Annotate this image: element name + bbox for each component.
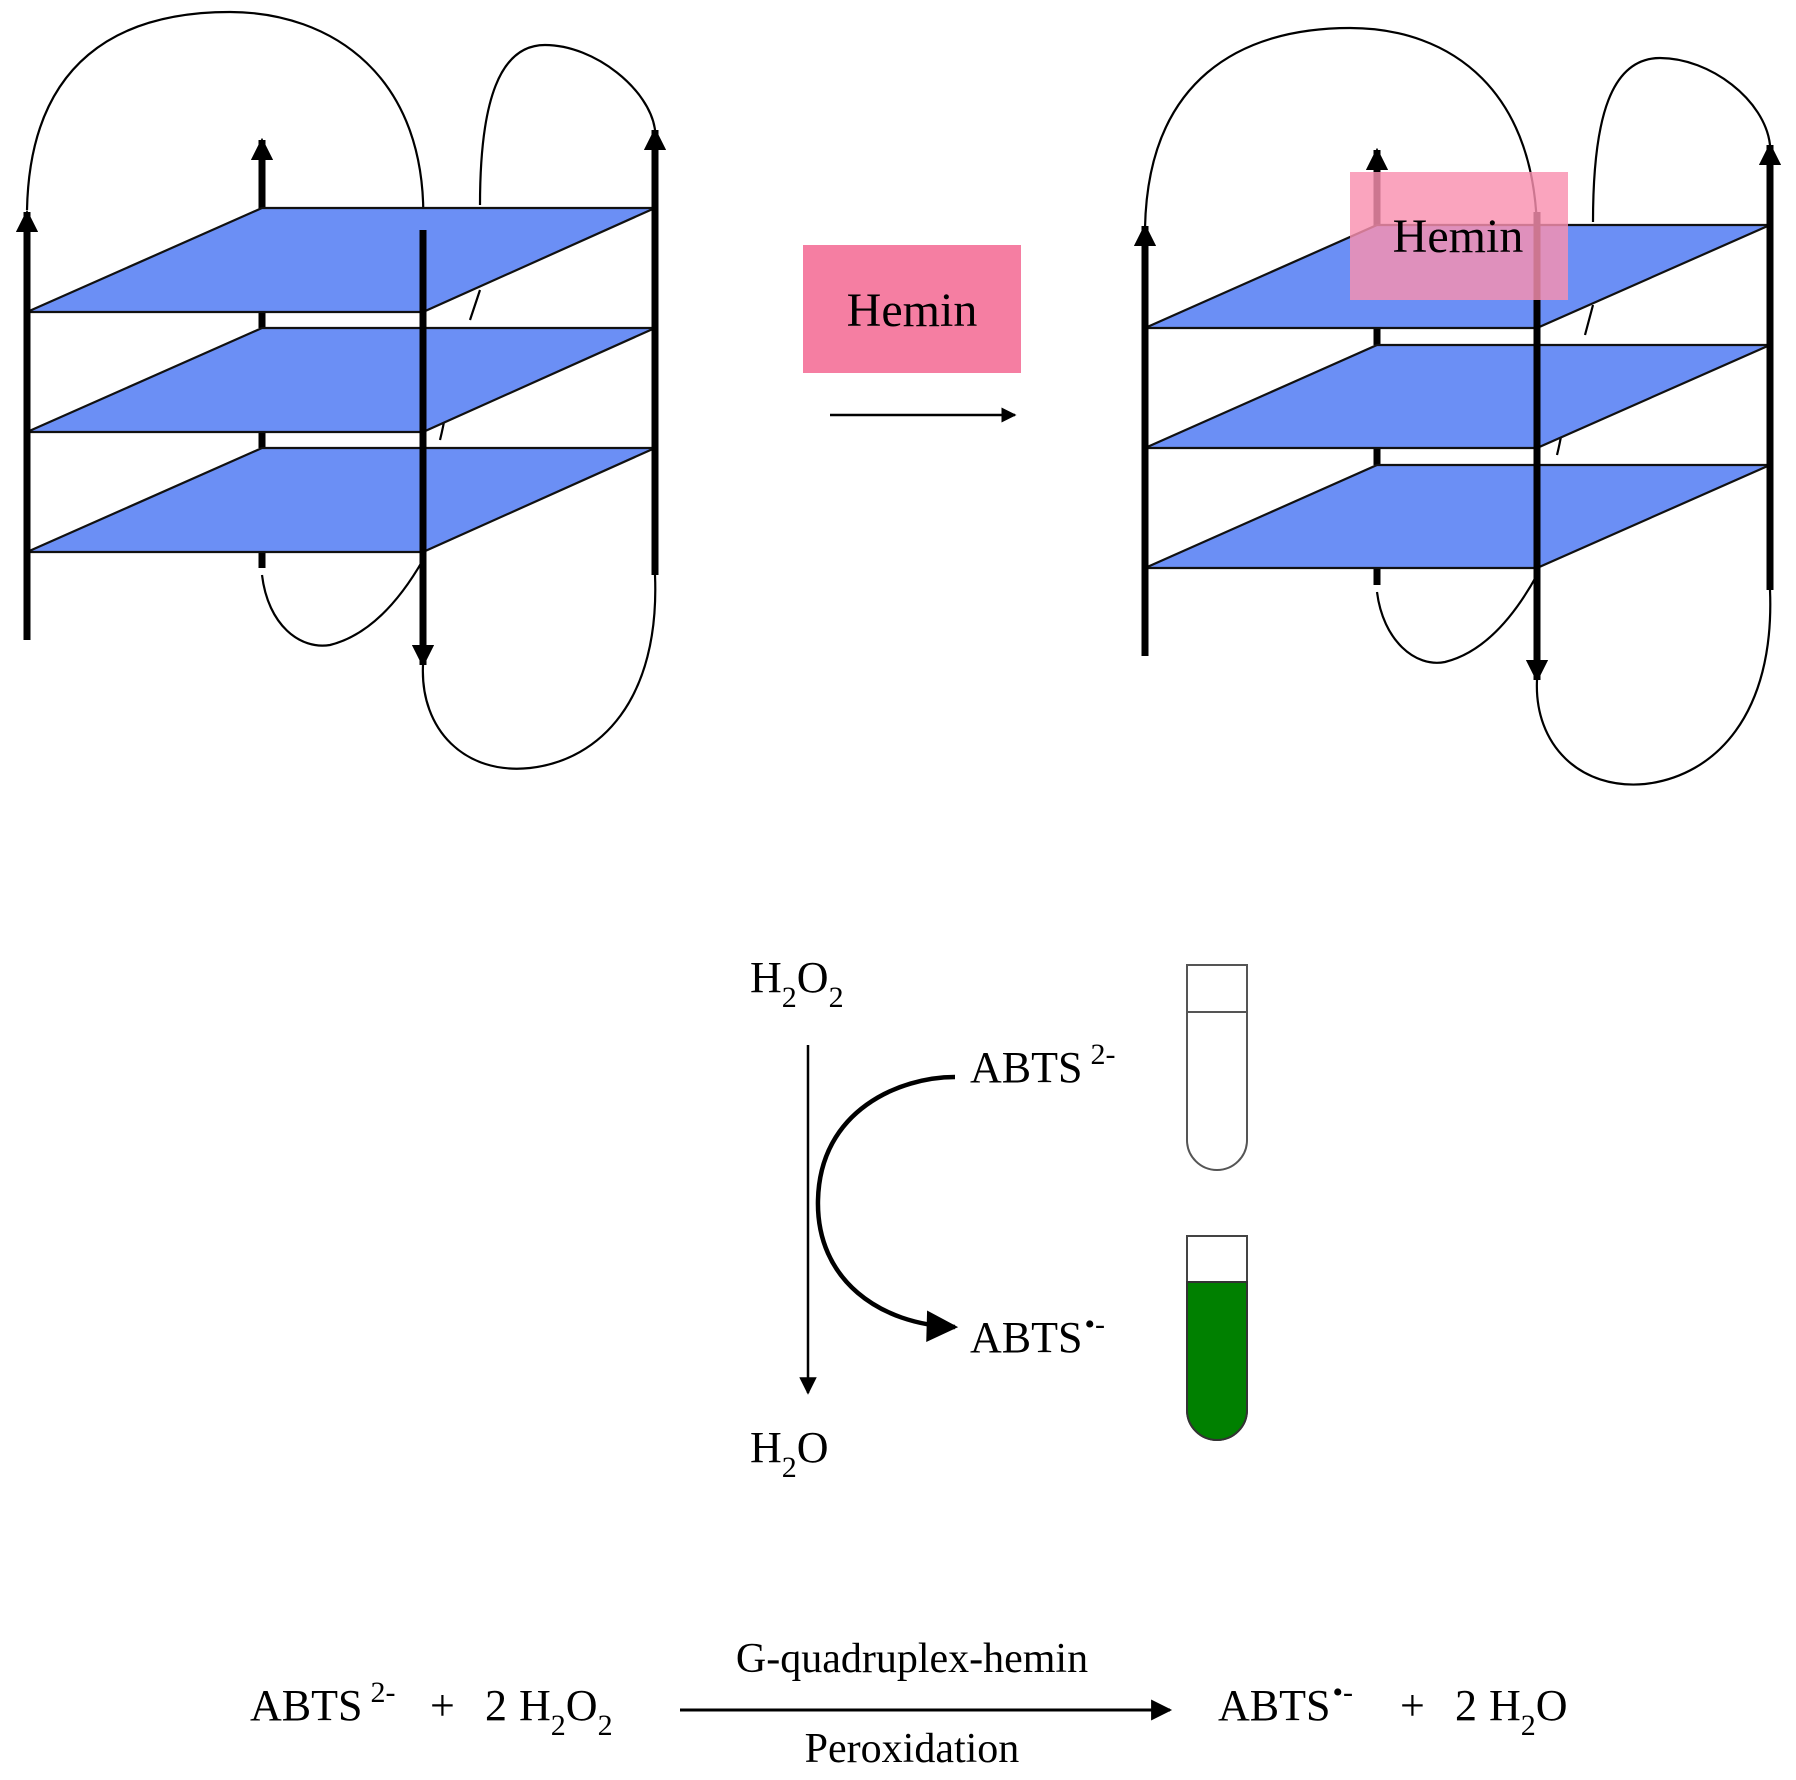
hemin-label: Hemin [847,284,978,337]
bound-hemin-label: Hemin [1393,210,1524,263]
g-quartet-top [26,206,656,314]
eq-process-label: Peroxidation [805,1726,1020,1772]
water-label: H2O [750,1423,829,1484]
loop-bottom-right [421,574,657,770]
loop-top-right [1591,56,1772,223]
g-quadruplex-free [15,10,667,770]
loop-bottom-middle [1375,574,1538,664]
loop-top-left [1143,26,1539,246]
loop-top-right [478,43,657,206]
hemin-box-bound [1350,172,1568,300]
loop-bottom-right [1535,589,1772,786]
eq-plus-1: + [430,1681,455,1730]
test-tube-colorless [1186,964,1248,1171]
test-tube-green [1186,1235,1248,1441]
abts-oxidation-curved-arrow [815,1074,959,1342]
loop-top-left [25,10,425,231]
abts-radical-label: ABTS•- [970,1308,1105,1362]
eq-abts-radical: ABTS•- [1218,1676,1353,1730]
h2o2-label: H2O2 [750,953,844,1014]
hemin-box [803,245,1021,373]
hemin-addition: Hemin [803,245,1021,423]
eq-plus-2: + [1400,1681,1425,1730]
g-quartet-middle [1144,343,1771,450]
abts-radical-solution [1186,1281,1248,1441]
eq-catalyst-label: G-quadruplex-hemin [736,1636,1088,1682]
g-quadruplex-hemin-bound: Hemin [1133,26,1782,786]
loop-bottom-middle [260,559,424,647]
g-quartet-bottom [26,446,656,554]
g-quartet-middle [26,326,656,434]
g-quartet-bottom [1144,463,1771,570]
